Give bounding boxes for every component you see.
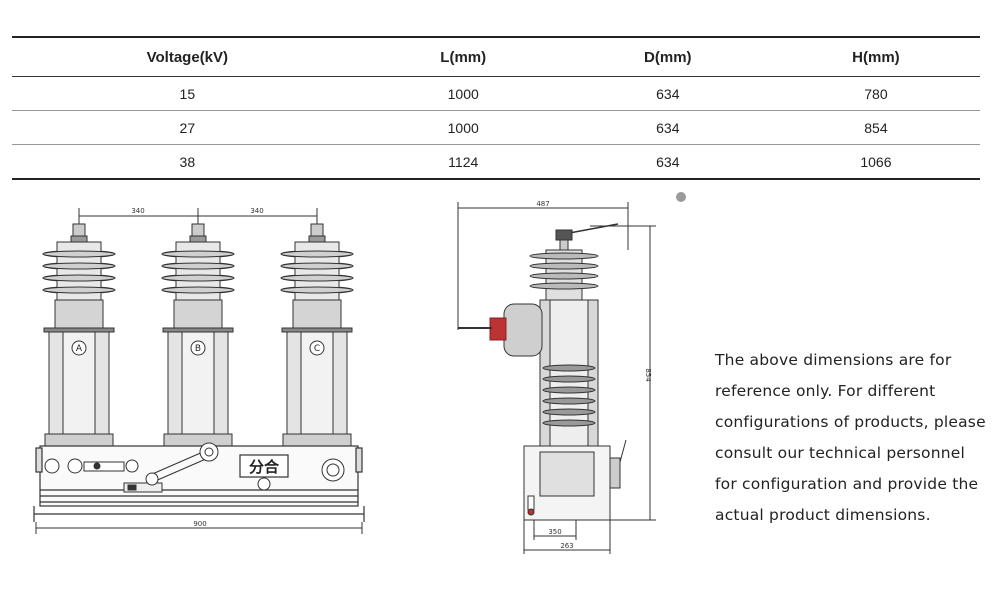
dimensions-table: Voltage(kV) L(mm) D(mm) H(mm) 15 1000 63… — [12, 36, 980, 180]
open-close-label: 分合 — [249, 458, 280, 476]
side-top-label: 487 — [536, 200, 549, 208]
table-row: 15 1000 634 780 — [12, 76, 980, 111]
phase-label: C — [314, 344, 320, 354]
breaker-cabinet — [33, 445, 365, 522]
note-line: The above dimensions are for — [715, 351, 952, 369]
header-height: H(mm) — [771, 36, 980, 77]
table-cell: 1000 — [362, 110, 564, 145]
header-length: L(mm) — [362, 36, 564, 77]
spacing-label-left: 340 — [131, 207, 144, 215]
header-voltage: Voltage(kV) — [12, 36, 363, 77]
side-height-label: 854 — [644, 368, 652, 382]
table-cell: 15 — [12, 76, 363, 111]
width-label: 900 — [193, 520, 206, 528]
width-dimension — [35, 522, 363, 534]
operating-mechanism — [44, 442, 345, 493]
table-row: 27 1000 634 854 — [12, 110, 980, 145]
insulator-pole: A — [42, 223, 116, 447]
insulator-pole: C — [280, 223, 354, 447]
dimensions-note: The above dimensions are for reference o… — [715, 345, 990, 531]
insulator-poles: A B C — [42, 223, 354, 447]
table-cell: 780 — [771, 76, 980, 111]
table-cell: 1124 — [362, 144, 564, 180]
spacing-label-right: 340 — [250, 207, 263, 215]
phase-label: A — [76, 344, 83, 354]
table-header-row: Voltage(kV) L(mm) D(mm) H(mm) — [12, 36, 980, 77]
note-line: for configuration and provide the — [715, 475, 979, 493]
table-cell: 1000 — [362, 76, 564, 111]
note-line: consult our technical personnel — [715, 444, 965, 462]
note-line: configurations of products, please — [715, 413, 986, 431]
table-cell: 634 — [563, 110, 772, 145]
note-line: actual product dimensions. — [715, 506, 931, 524]
table-cell: 27 — [12, 110, 363, 145]
header-depth: D(mm) — [563, 36, 772, 77]
note-line: reference only. For different — [715, 382, 936, 400]
side-breaker-body — [458, 223, 627, 521]
table-cell: 634 — [563, 144, 772, 180]
front-view-drawing: 340 340 A B C 分合 900 — [33, 207, 365, 534]
side-view-drawing: 487 854 350 263 — [457, 200, 656, 554]
table-cell: 634 — [563, 76, 772, 111]
table-cell: 854 — [771, 110, 980, 145]
table-cell: 38 — [12, 144, 363, 180]
phase-label: B — [195, 344, 201, 354]
table-row: 38 1124 634 1066 — [12, 144, 980, 180]
side-bottom-inner-label: 350 — [548, 528, 561, 536]
decorative-dot-icon — [676, 192, 686, 202]
side-bottom-outer-label: 263 — [560, 542, 573, 550]
table-cell: 1066 — [771, 144, 980, 180]
open-close-indicator — [239, 454, 289, 478]
insulator-pole: B — [161, 223, 235, 447]
